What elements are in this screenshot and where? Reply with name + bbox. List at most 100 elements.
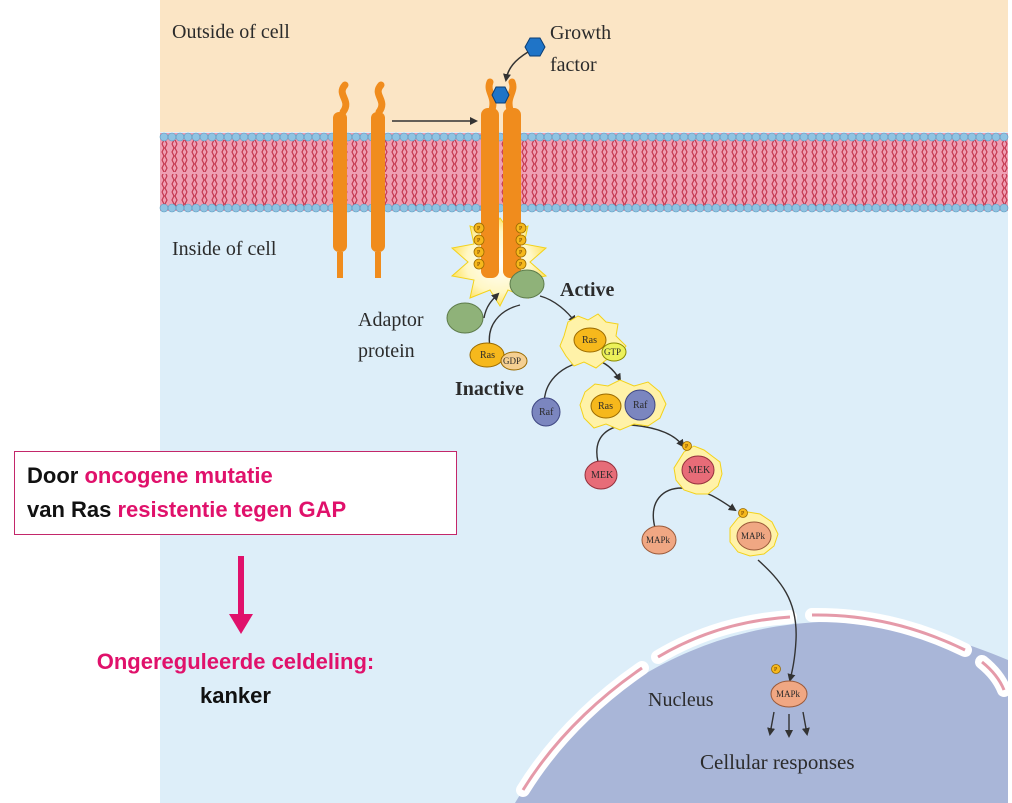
lipid-head	[783, 203, 793, 213]
lipid-head	[471, 203, 481, 213]
lipid-head	[999, 132, 1009, 142]
receptor-inactive	[333, 81, 386, 278]
lipid-head	[535, 203, 545, 213]
svg-text:P: P	[477, 238, 481, 244]
lipid-head	[575, 132, 585, 142]
lipid-head	[399, 203, 409, 213]
mek-active: MEK P	[681, 441, 715, 485]
lipid-head	[855, 203, 865, 213]
lipid-head	[767, 203, 777, 213]
lipid-head	[863, 132, 873, 142]
mapk-nuclear-phosphate-label: P	[774, 667, 778, 673]
lipid-head	[975, 132, 985, 142]
lipid-head	[383, 203, 393, 213]
lipid-head	[239, 132, 249, 142]
lipid-head	[519, 203, 529, 213]
lipid-head	[767, 132, 777, 142]
lipid-head	[679, 132, 689, 142]
lipid-head	[431, 132, 441, 142]
lipid-head	[223, 132, 233, 142]
phosphate-group: P	[473, 246, 485, 258]
lipid-head	[311, 203, 321, 213]
lipid-head	[799, 203, 809, 213]
svg-text:P: P	[477, 250, 481, 256]
lipid-head	[679, 203, 689, 213]
lipid-head	[455, 203, 465, 213]
mapk-inactive-label: MAPk	[646, 535, 671, 545]
inside-label: Inside of cell	[172, 238, 277, 260]
lipid-head	[391, 132, 401, 142]
ras-gtp-complex: Ras GTP	[573, 327, 627, 362]
lipid-head	[735, 132, 745, 142]
phosphate-group: P	[515, 222, 527, 234]
lipid-head	[983, 203, 993, 213]
lipid-head	[527, 132, 537, 142]
lipid-head	[455, 132, 465, 142]
outside-label: Outside of cell	[172, 21, 290, 43]
lipid-head	[463, 203, 473, 213]
note-line-2-pink: resistentie tegen GAP	[117, 497, 347, 522]
conclusion: Ongereguleerde celdeling: kanker	[14, 645, 457, 713]
mapk-active-label: MAPk	[741, 531, 766, 541]
lipid-head	[263, 203, 273, 213]
lipid-head	[223, 203, 233, 213]
lipid-head	[847, 132, 857, 142]
lipid-head	[671, 203, 681, 213]
raf-active-label: Raf	[633, 400, 648, 411]
lipid-head	[927, 132, 937, 142]
lipid-head	[623, 203, 633, 213]
svg-text:P: P	[477, 226, 481, 232]
mapk-nuclear-label: MAPk	[776, 689, 801, 699]
lipid-head	[911, 203, 921, 213]
lipid-head	[655, 132, 665, 142]
lipid-head	[871, 203, 881, 213]
active-label: Active	[560, 279, 615, 301]
lipid-head	[711, 203, 721, 213]
lipid-head	[351, 203, 361, 213]
lipid-head	[231, 132, 241, 142]
lipid-head	[727, 132, 737, 142]
mapk-active: MAPk P	[736, 508, 772, 551]
lipid-head	[807, 203, 817, 213]
phosphate-group: P	[515, 258, 527, 270]
lipid-head	[543, 132, 553, 142]
lipid-head	[447, 132, 457, 142]
note-line-1-black: Door	[27, 463, 85, 488]
lipid-head	[207, 132, 217, 142]
lipid-head	[759, 203, 769, 213]
lipid-head	[559, 203, 569, 213]
lipid-head	[279, 132, 289, 142]
lipid-head	[951, 203, 961, 213]
lipid-head	[911, 132, 921, 142]
lipid-head	[879, 203, 889, 213]
lipid-head	[583, 132, 593, 142]
lipid-head	[391, 203, 401, 213]
mapk-nuclear: MAPk P	[770, 664, 808, 708]
mapk-inactive: MAPk	[641, 525, 677, 555]
lipid-head	[959, 203, 969, 213]
lipid-head	[567, 132, 577, 142]
lipid-head	[303, 132, 313, 142]
lipid-head	[175, 132, 185, 142]
svg-text:P: P	[519, 262, 523, 268]
lipid-head	[607, 132, 617, 142]
lipid-head	[615, 132, 625, 142]
lipid-head	[583, 203, 593, 213]
lipid-head	[711, 132, 721, 142]
lipid-head	[687, 203, 697, 213]
growth-factor-arrow	[503, 51, 529, 82]
lipid-head	[831, 132, 841, 142]
lipid-head	[719, 203, 729, 213]
lipid-head	[167, 203, 177, 213]
lipid-head	[943, 203, 953, 213]
lipid-head	[895, 203, 905, 213]
lipid-head	[751, 132, 761, 142]
lipid-head	[727, 203, 737, 213]
lipid-head	[687, 132, 697, 142]
lipid-head	[591, 132, 601, 142]
lipid-head	[447, 203, 457, 213]
lipid-head	[295, 203, 305, 213]
lipid-head	[927, 203, 937, 213]
lipid-head	[695, 203, 705, 213]
note-line-1-pink: oncogene mutatie	[84, 463, 273, 488]
